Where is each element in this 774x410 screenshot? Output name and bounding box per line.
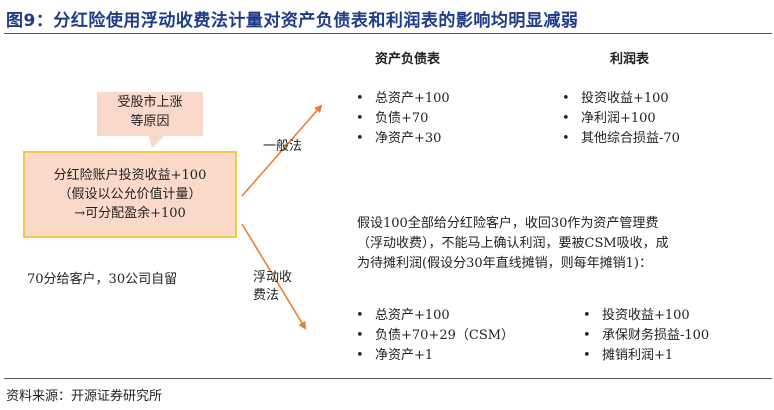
label-float-fee-method: 浮动收 费法 <box>253 269 301 305</box>
callout-line: 等原因 <box>130 114 170 129</box>
list-item: 净资产+30 <box>356 129 450 149</box>
para-line: 为待摊利润(假设分30年直线摊销，则每年摊销1)： <box>357 256 652 271</box>
heading-income-statement: 利润表 <box>610 52 650 67</box>
figure-title: 图9：分红险使用浮动收费法计量对资产负债表和利润表的影响均明显减弱 <box>6 11 579 31</box>
list-item: 净资产+1 <box>356 346 514 366</box>
float-fee-explanation: 假设100全部给分红险客户，收回30作为资产管理费 （浮动收费），不能马上确认利… <box>357 214 767 274</box>
list-item: 承保财务损益-100 <box>583 326 709 346</box>
general-income-statement-list: 投资收益+100 净利润+100 其他综合损益-70 <box>562 89 680 149</box>
label-general-method: 一般法 <box>263 139 303 154</box>
top-divider <box>4 33 772 34</box>
list-item: 净利润+100 <box>562 109 680 129</box>
bottom-divider <box>4 378 772 379</box>
label-line: 浮动收 <box>253 270 293 285</box>
list-item: 总资产+100 <box>356 306 514 326</box>
list-item: 总资产+100 <box>356 89 450 109</box>
callout-tail <box>148 134 166 148</box>
box-line: 分红险账户投资收益+100 <box>53 168 207 183</box>
list-item: 负债+70 <box>356 109 450 129</box>
list-item: 其他综合损益-70 <box>562 129 680 149</box>
para-line: （浮动收费），不能马上确认利润，要被CSM吸收，成 <box>357 236 669 251</box>
float-balance-sheet-list: 总资产+100 负债+70+29（CSM） 净资产+1 <box>356 306 514 366</box>
callout-market-rise: 受股市上涨 等原因 <box>97 92 203 136</box>
box-line: （假设以公允价值计量） <box>58 187 202 202</box>
para-line: 假设100全部给分红险客户，收回30作为资产管理费 <box>357 216 659 231</box>
label-line: 费法 <box>253 288 280 303</box>
source-note: 资料来源：开源证券研究所 <box>6 389 163 404</box>
box-line: →可分配盈余+100 <box>74 206 186 221</box>
list-item: 投资收益+100 <box>583 306 709 326</box>
float-income-statement-list: 投资收益+100 承保财务损益-100 摊销利润+1 <box>583 306 709 366</box>
dividend-account-box: 分红险账户投资收益+100 （假设以公允价值计量） →可分配盈余+100 <box>23 151 237 238</box>
allocation-note: 70分给客户，30公司自留 <box>27 272 178 287</box>
callout-line: 受股市上涨 <box>117 95 183 110</box>
general-balance-sheet-list: 总资产+100 负债+70 净资产+30 <box>356 89 450 149</box>
heading-balance-sheet: 资产负债表 <box>375 52 441 67</box>
list-item: 摊销利润+1 <box>583 346 709 366</box>
list-item: 负债+70+29（CSM） <box>356 326 514 346</box>
list-item: 投资收益+100 <box>562 89 680 109</box>
